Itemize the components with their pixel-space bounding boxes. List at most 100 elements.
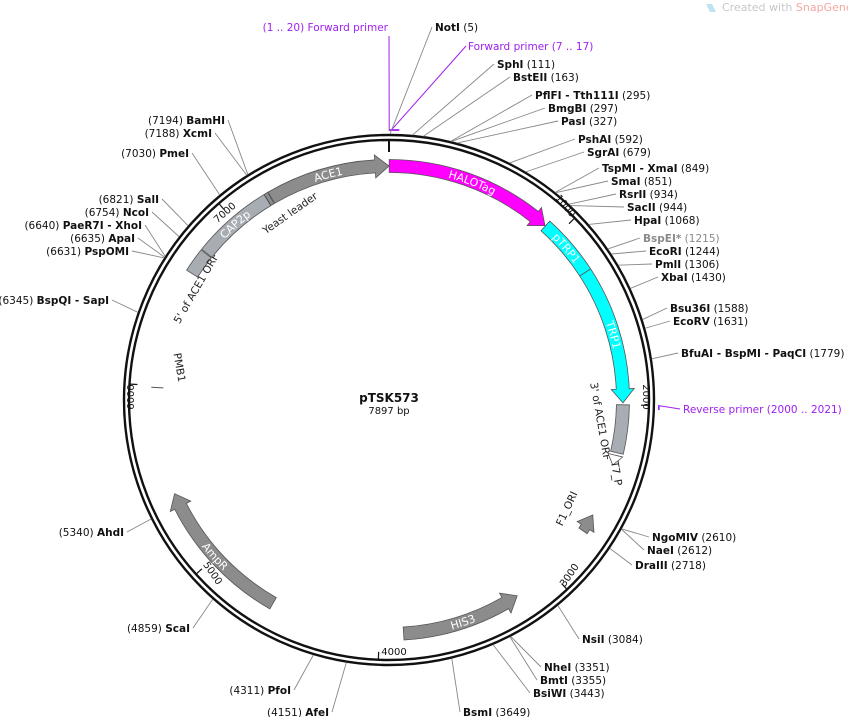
enzyme-site-sacii[interactable]: SacII (944) (570, 202, 688, 214)
feature-yeast-leader[interactable]: Yeast leader (260, 190, 321, 238)
feature-shape[interactable] (610, 404, 630, 455)
feature-ptrp1[interactable]: pTRP1 (540, 220, 592, 277)
feature-shape[interactable] (388, 159, 546, 226)
enzyme-site-scai[interactable]: (4859) ScaI (127, 598, 214, 635)
enzyme-site-draiii[interactable]: DraIII (2718) (609, 548, 706, 572)
enzyme-site-bsmi[interactable]: BsmI (3649) (451, 658, 531, 717)
enzyme-site-xcmi[interactable]: (7188) XcmI (145, 128, 248, 176)
enzyme-label[interactable]: (7188) XcmI (145, 128, 212, 140)
enzyme-label[interactable]: NaeI (2612) (647, 545, 712, 557)
enzyme-site-apai[interactable]: (6635) ApaI (70, 233, 165, 258)
enzyme-site-pflfi-tth111i[interactable]: PflFI - Tth111I (295) (450, 90, 650, 142)
enzyme-site-bfuai-bspmi-paqci[interactable]: BfuAI - BspMI - PaqCI (1779) (651, 348, 845, 360)
enzyme-label[interactable]: (6640) PaeR7I - XhoI (24, 220, 142, 232)
primer-1[interactable]: (1 .. 20) Forward primer (263, 22, 400, 132)
feature-shape[interactable] (263, 191, 275, 207)
enzyme-site-tspmi-xmai[interactable]: TspMI - XmaI (849) (555, 163, 709, 193)
feature-f1-ori[interactable]: F1_ORI (554, 490, 595, 535)
enzyme-site-pfoi[interactable]: (4311) PfoI (229, 654, 314, 697)
feature-shape[interactable] (607, 452, 624, 466)
enzyme-site-noti[interactable]: NotI (5) (389, 22, 478, 135)
enzyme-site-afei[interactable]: (4151) AfeI (267, 662, 347, 717)
enzyme-label[interactable]: BsmI (3649) (463, 707, 530, 717)
feature-shape[interactable] (576, 514, 595, 535)
enzyme-site-bsu36i[interactable]: Bsu36I (1588) (642, 303, 749, 320)
enzyme-site-pmei[interactable]: (7030) PmeI (121, 148, 221, 196)
feature-5-of-ace1-orf[interactable]: 5' of ACE1 ORF (172, 249, 222, 326)
enzyme-site-nhei[interactable]: NheI (3351) (510, 636, 610, 674)
enzyme-site-pmli[interactable]: PmlI (1306) (618, 259, 719, 271)
feature-shape[interactable] (267, 154, 390, 204)
enzyme-label[interactable]: PmlI (1306) (655, 259, 719, 271)
enzyme-label[interactable]: BmtI (3355) (540, 675, 606, 687)
enzyme-site-bspei[interactable]: BspEI* (1215) (607, 233, 720, 250)
enzyme-site-naei[interactable]: NaeI (2612) (621, 528, 712, 557)
feature-shape[interactable] (169, 493, 277, 610)
enzyme-site-bmti[interactable]: BmtI (3355) (509, 636, 606, 687)
enzyme-label[interactable]: (7194) BamHI (148, 115, 225, 127)
enzyme-label[interactable]: NheI (3351) (544, 662, 610, 674)
primer-2[interactable]: Forward primer (7 .. 17) (390, 41, 593, 132)
enzyme-site-xbai[interactable]: XbaI (1430) (630, 272, 726, 289)
enzyme-site-bsiwi[interactable]: BsiWI (3443) (492, 644, 605, 700)
enzyme-label[interactable]: (6754) NcoI (85, 207, 149, 219)
enzyme-site-smai[interactable]: SmaI (851) (555, 176, 672, 194)
enzyme-label[interactable]: SacII (944) (627, 202, 687, 214)
enzyme-label[interactable]: SmaI (851) (611, 176, 672, 188)
enzyme-label[interactable]: BspEI* (1215) (643, 233, 720, 245)
enzyme-site-sali[interactable]: (6821) SalI (99, 194, 189, 226)
enzyme-label[interactable]: (5340) AhdI (59, 527, 124, 539)
feature-shape[interactable] (402, 592, 518, 641)
feature-shape[interactable] (579, 268, 636, 404)
enzyme-label[interactable]: TspMI - XmaI (849) (602, 163, 709, 175)
enzyme-label[interactable]: DraIII (2718) (635, 560, 706, 572)
primer-3[interactable]: Reverse primer (2000 .. 2021) (657, 404, 842, 416)
enzyme-site-hpai[interactable]: HpaI (1068) (588, 215, 700, 227)
enzyme-site-bamhi[interactable]: (7194) BamHI (148, 115, 249, 175)
enzyme-label[interactable]: SgrAI (679) (587, 147, 651, 159)
enzyme-site-bmgbi[interactable]: BmgBI (297) (451, 103, 618, 142)
enzyme-label[interactable]: EcoRV (1631) (673, 316, 748, 328)
enzyme-site-sgrai[interactable]: SgrAI (679) (525, 147, 651, 173)
enzyme-site-nsii[interactable]: NsiI (3084) (557, 605, 643, 646)
enzyme-label[interactable]: (4151) AfeI (267, 707, 329, 717)
feature-pmb1[interactable]: PMB1 (151, 352, 187, 389)
enzyme-site-ahdi[interactable]: (5340) AhdI (59, 518, 152, 539)
enzyme-site-ncoi[interactable]: (6754) NcoI (85, 207, 180, 237)
enzyme-site-sphi[interactable]: SphI (111) (412, 59, 555, 136)
enzyme-site-pshai[interactable]: PshAI (592) (509, 134, 643, 164)
enzyme-site-ecorv[interactable]: EcoRV (1631) (645, 316, 748, 329)
enzyme-label[interactable]: PflFI - Tth111I (295) (535, 90, 650, 102)
enzyme-label[interactable]: RsrII (934) (619, 189, 678, 201)
enzyme-site-ecori[interactable]: EcoRI (1244) (611, 246, 720, 258)
enzyme-label[interactable]: XbaI (1430) (661, 272, 726, 284)
enzyme-label[interactable]: (4859) ScaI (127, 623, 190, 635)
enzyme-label[interactable]: PasI (327) (561, 116, 617, 128)
enzyme-label[interactable]: (7030) PmeI (121, 148, 189, 160)
enzyme-site-pasi[interactable]: PasI (327) (457, 116, 617, 144)
enzyme-site-paer7i-xhoi[interactable]: (6640) PaeR7I - XhoI (24, 220, 166, 257)
enzyme-label[interactable]: (6631) PspOMI (46, 246, 129, 258)
enzyme-site-ngomiv[interactable]: NgoMIV (2610) (621, 528, 737, 544)
enzyme-label[interactable]: PshAI (592) (578, 134, 643, 146)
enzyme-label[interactable]: NotI (5) (435, 22, 478, 34)
enzyme-label[interactable]: (6635) ApaI (70, 233, 135, 245)
feature-t7-p[interactable]: T7_P (607, 452, 624, 487)
enzyme-label[interactable]: (6821) SalI (99, 194, 159, 206)
feature-ampr[interactable]: AmpR (169, 493, 277, 610)
enzyme-label[interactable]: (6345) BspQI - SapI (0, 295, 109, 307)
enzyme-site-bsteii[interactable]: BstEII (163) (423, 72, 579, 137)
enzyme-site-rsrii[interactable]: RsrII (934) (568, 189, 678, 205)
enzyme-label[interactable]: Bsu36I (1588) (670, 303, 749, 315)
enzyme-label[interactable]: BsiWI (3443) (533, 688, 605, 700)
enzyme-site-pspomi[interactable]: (6631) PspOMI (46, 246, 165, 259)
feature-shape[interactable] (186, 249, 212, 278)
enzyme-site-bspqi-sapi[interactable]: (6345) BspQI - SapI (0, 295, 139, 313)
enzyme-label[interactable]: (4311) PfoI (229, 685, 291, 697)
enzyme-label[interactable]: BstEII (163) (513, 72, 579, 84)
enzyme-label[interactable]: HpaI (1068) (634, 215, 700, 227)
enzyme-label[interactable]: EcoRI (1244) (649, 246, 720, 258)
enzyme-label[interactable]: BfuAI - BspMI - PaqCI (1779) (681, 348, 844, 360)
enzyme-label[interactable]: SphI (111) (497, 59, 555, 71)
enzyme-label[interactable]: NsiI (3084) (582, 634, 643, 646)
